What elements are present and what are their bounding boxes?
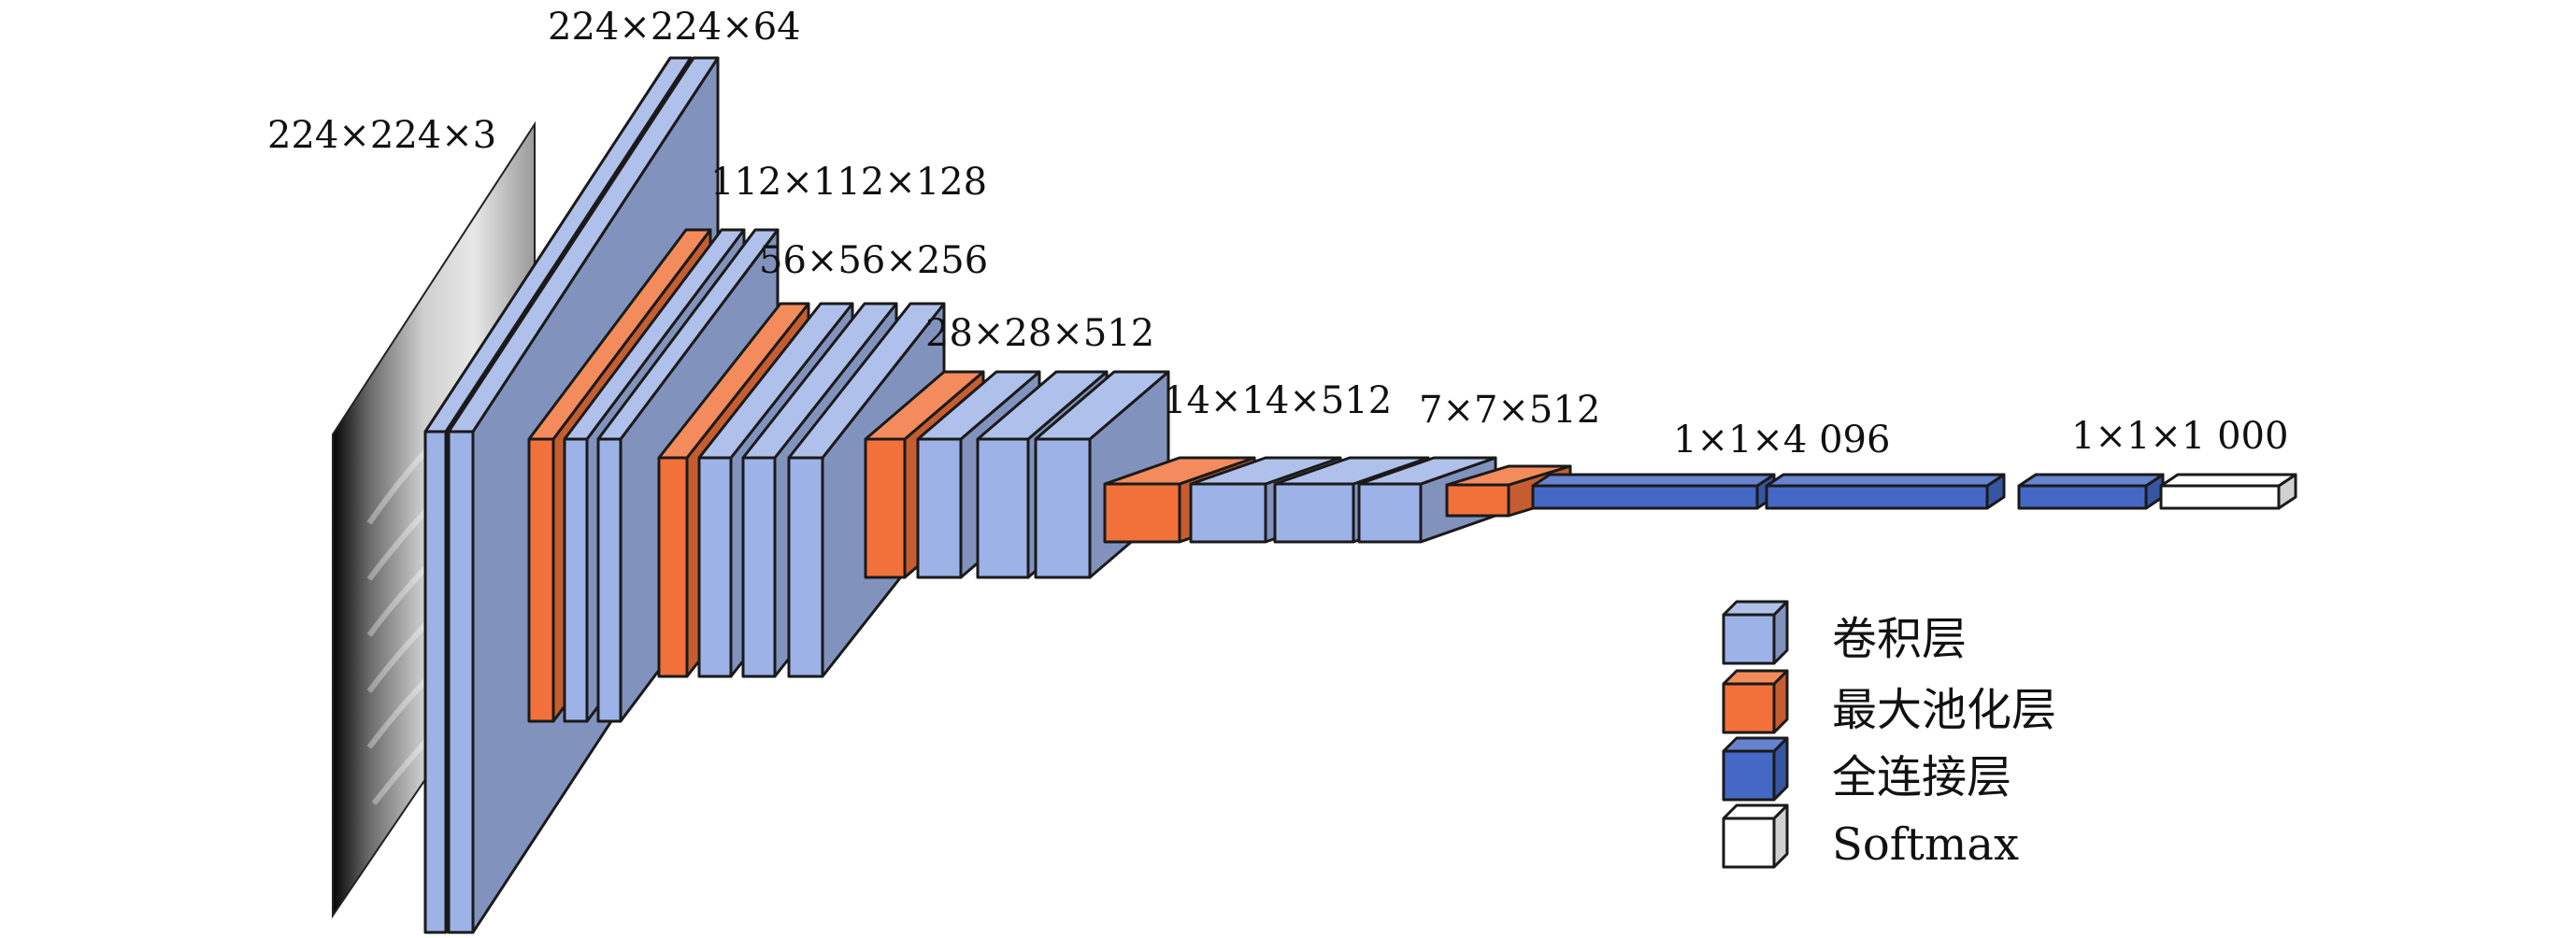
pool5-dim-label: 7×7×512 bbox=[1419, 389, 1600, 432]
input-dim-label: 224×224×3 bbox=[267, 114, 496, 157]
fc-layer-20 bbox=[1765, 473, 2006, 510]
legend: 卷积层 最大池化层 全连接层 Softmax bbox=[1722, 600, 2056, 871]
output-dim-label: 1×1×1 000 bbox=[2071, 415, 2288, 458]
conv2-dim-label: 112×112×128 bbox=[710, 161, 987, 204]
legend-swatches bbox=[1722, 600, 1789, 869]
legend-swatch-conv bbox=[1722, 600, 1789, 665]
network-layers bbox=[423, 56, 2297, 934]
conv3-dim-label: 56×56×256 bbox=[759, 239, 988, 282]
legend-label-conv: 卷积层 bbox=[1832, 613, 1967, 665]
legend-label-softmax: Softmax bbox=[1832, 818, 2019, 871]
conv1-dim-label: 224×224×64 bbox=[548, 6, 801, 49]
fc-layer-19 bbox=[1531, 473, 1776, 510]
softmax-layer-22 bbox=[2159, 473, 2297, 510]
conv4-dim-label: 28×28×512 bbox=[925, 312, 1154, 355]
legend-swatch-fc bbox=[1722, 736, 1789, 802]
legend-swatch-pool bbox=[1722, 669, 1789, 734]
fc-dim-label: 1×1×4 096 bbox=[1673, 419, 1890, 462]
conv5-dim-label: 14×14×512 bbox=[1163, 379, 1392, 422]
legend-label-pool: 最大池化层 bbox=[1832, 684, 2056, 736]
fc-layer-21 bbox=[2017, 473, 2165, 510]
legend-swatch-softmax bbox=[1722, 803, 1789, 869]
legend-label-fc: 全连接层 bbox=[1832, 751, 2011, 803]
